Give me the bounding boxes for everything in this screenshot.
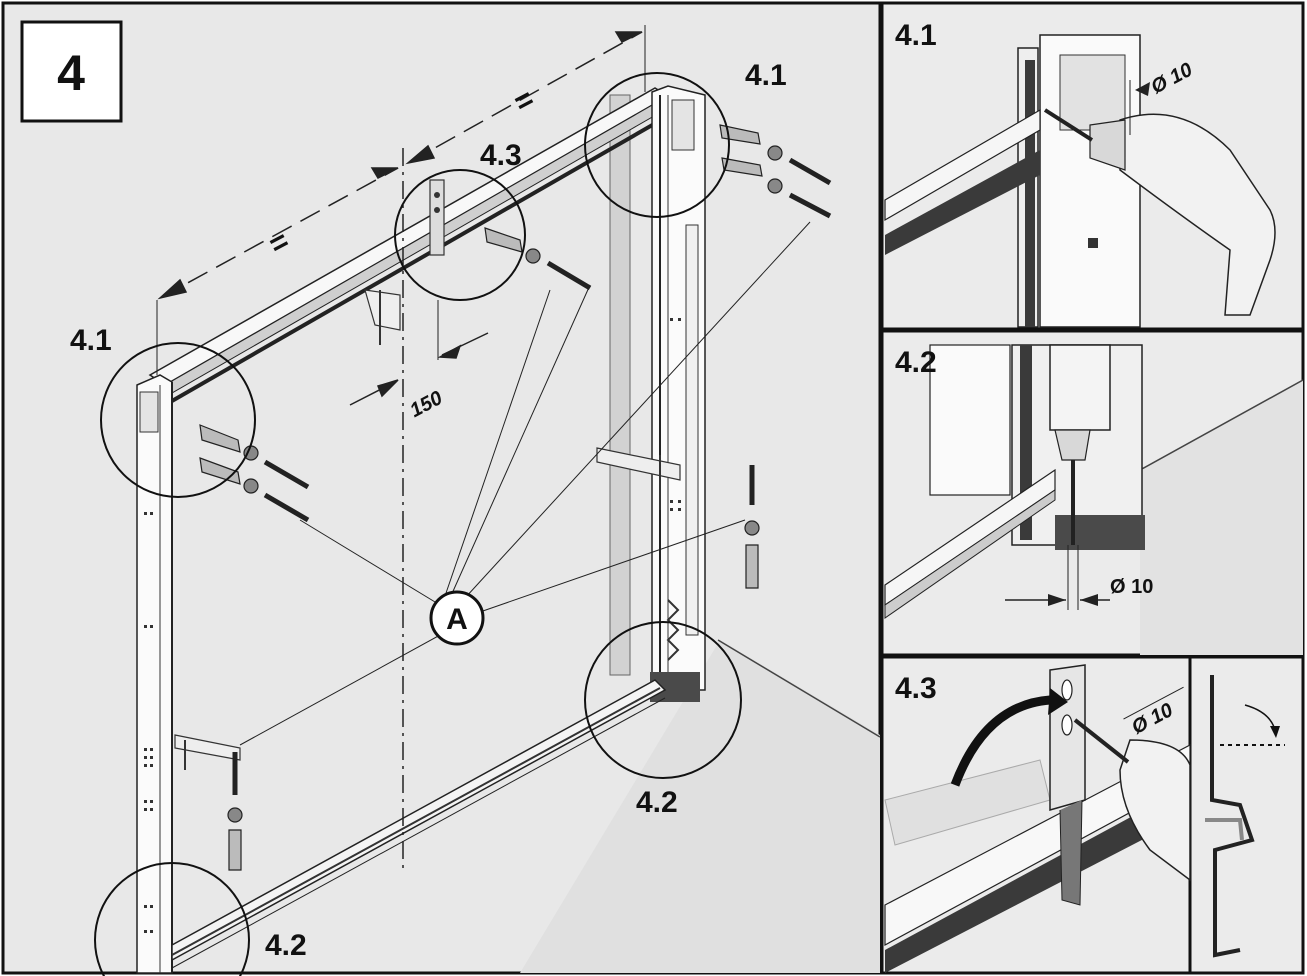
- center-strap: [429, 179, 445, 256]
- anchor-set-center: [484, 227, 592, 291]
- detail-4-3-title: 4.3: [895, 672, 937, 705]
- callout-leaders: [239, 221, 811, 746]
- bottom-rail: [171, 679, 667, 969]
- detail-panel-4-2: 4.2 Ø 10: [880, 329, 1305, 657]
- callout-a-label: A: [446, 603, 468, 636]
- label-4-2-bottom-right: 4.2: [636, 786, 678, 819]
- detail-panel-4-3: 4.3 Ø 10: [880, 655, 1305, 975]
- wall-bracket-left: [364, 289, 401, 345]
- label-4-1-top-right: 4.1: [745, 59, 787, 92]
- label-4-2-bottom-left: 4.2: [265, 929, 307, 962]
- step-number: 4: [57, 45, 85, 101]
- detail-4-1-title: 4.1: [895, 19, 937, 52]
- anchor-set-vertical-right: [744, 465, 760, 589]
- label-4-1-left: 4.1: [70, 324, 112, 357]
- callout-a: A: [429, 590, 485, 646]
- detail-4-2-diameter: Ø 10: [1110, 576, 1153, 598]
- wall-bracket-lower-left: [174, 734, 241, 770]
- anchor-set-vertical-left: [227, 752, 243, 871]
- detail-circles: [94, 72, 742, 976]
- step-number-box: 4: [20, 20, 123, 123]
- detail-panel-4-1: 4.1 Ø 10: [880, 1, 1305, 331]
- anchor-set-top-right: [719, 124, 832, 219]
- detail-4-2-title: 4.2: [895, 346, 937, 379]
- label-4-3-center: 4.3: [480, 139, 522, 172]
- right-post: [650, 85, 706, 702]
- main-panel: 4 4.1 4.1 4.3 4.2 4.2 = = 150 A: [1, 1, 882, 976]
- left-post: [136, 374, 173, 974]
- dimension-lines: [156, 25, 646, 870]
- wall-bracket-right: [596, 447, 681, 510]
